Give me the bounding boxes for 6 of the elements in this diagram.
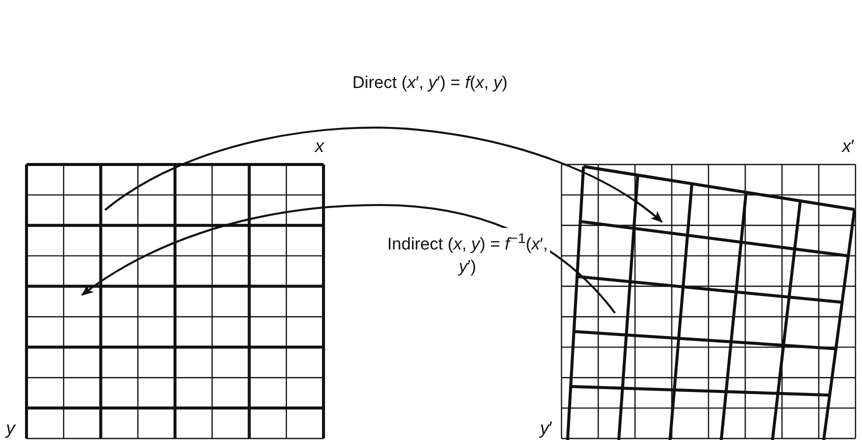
arrow <box>104 126 663 223</box>
axis-label: y <box>6 418 15 439</box>
axis-label: x′ <box>842 136 854 157</box>
axis-label: y′ <box>540 418 552 439</box>
arrow <box>81 204 616 314</box>
axis-label: x <box>315 136 324 157</box>
